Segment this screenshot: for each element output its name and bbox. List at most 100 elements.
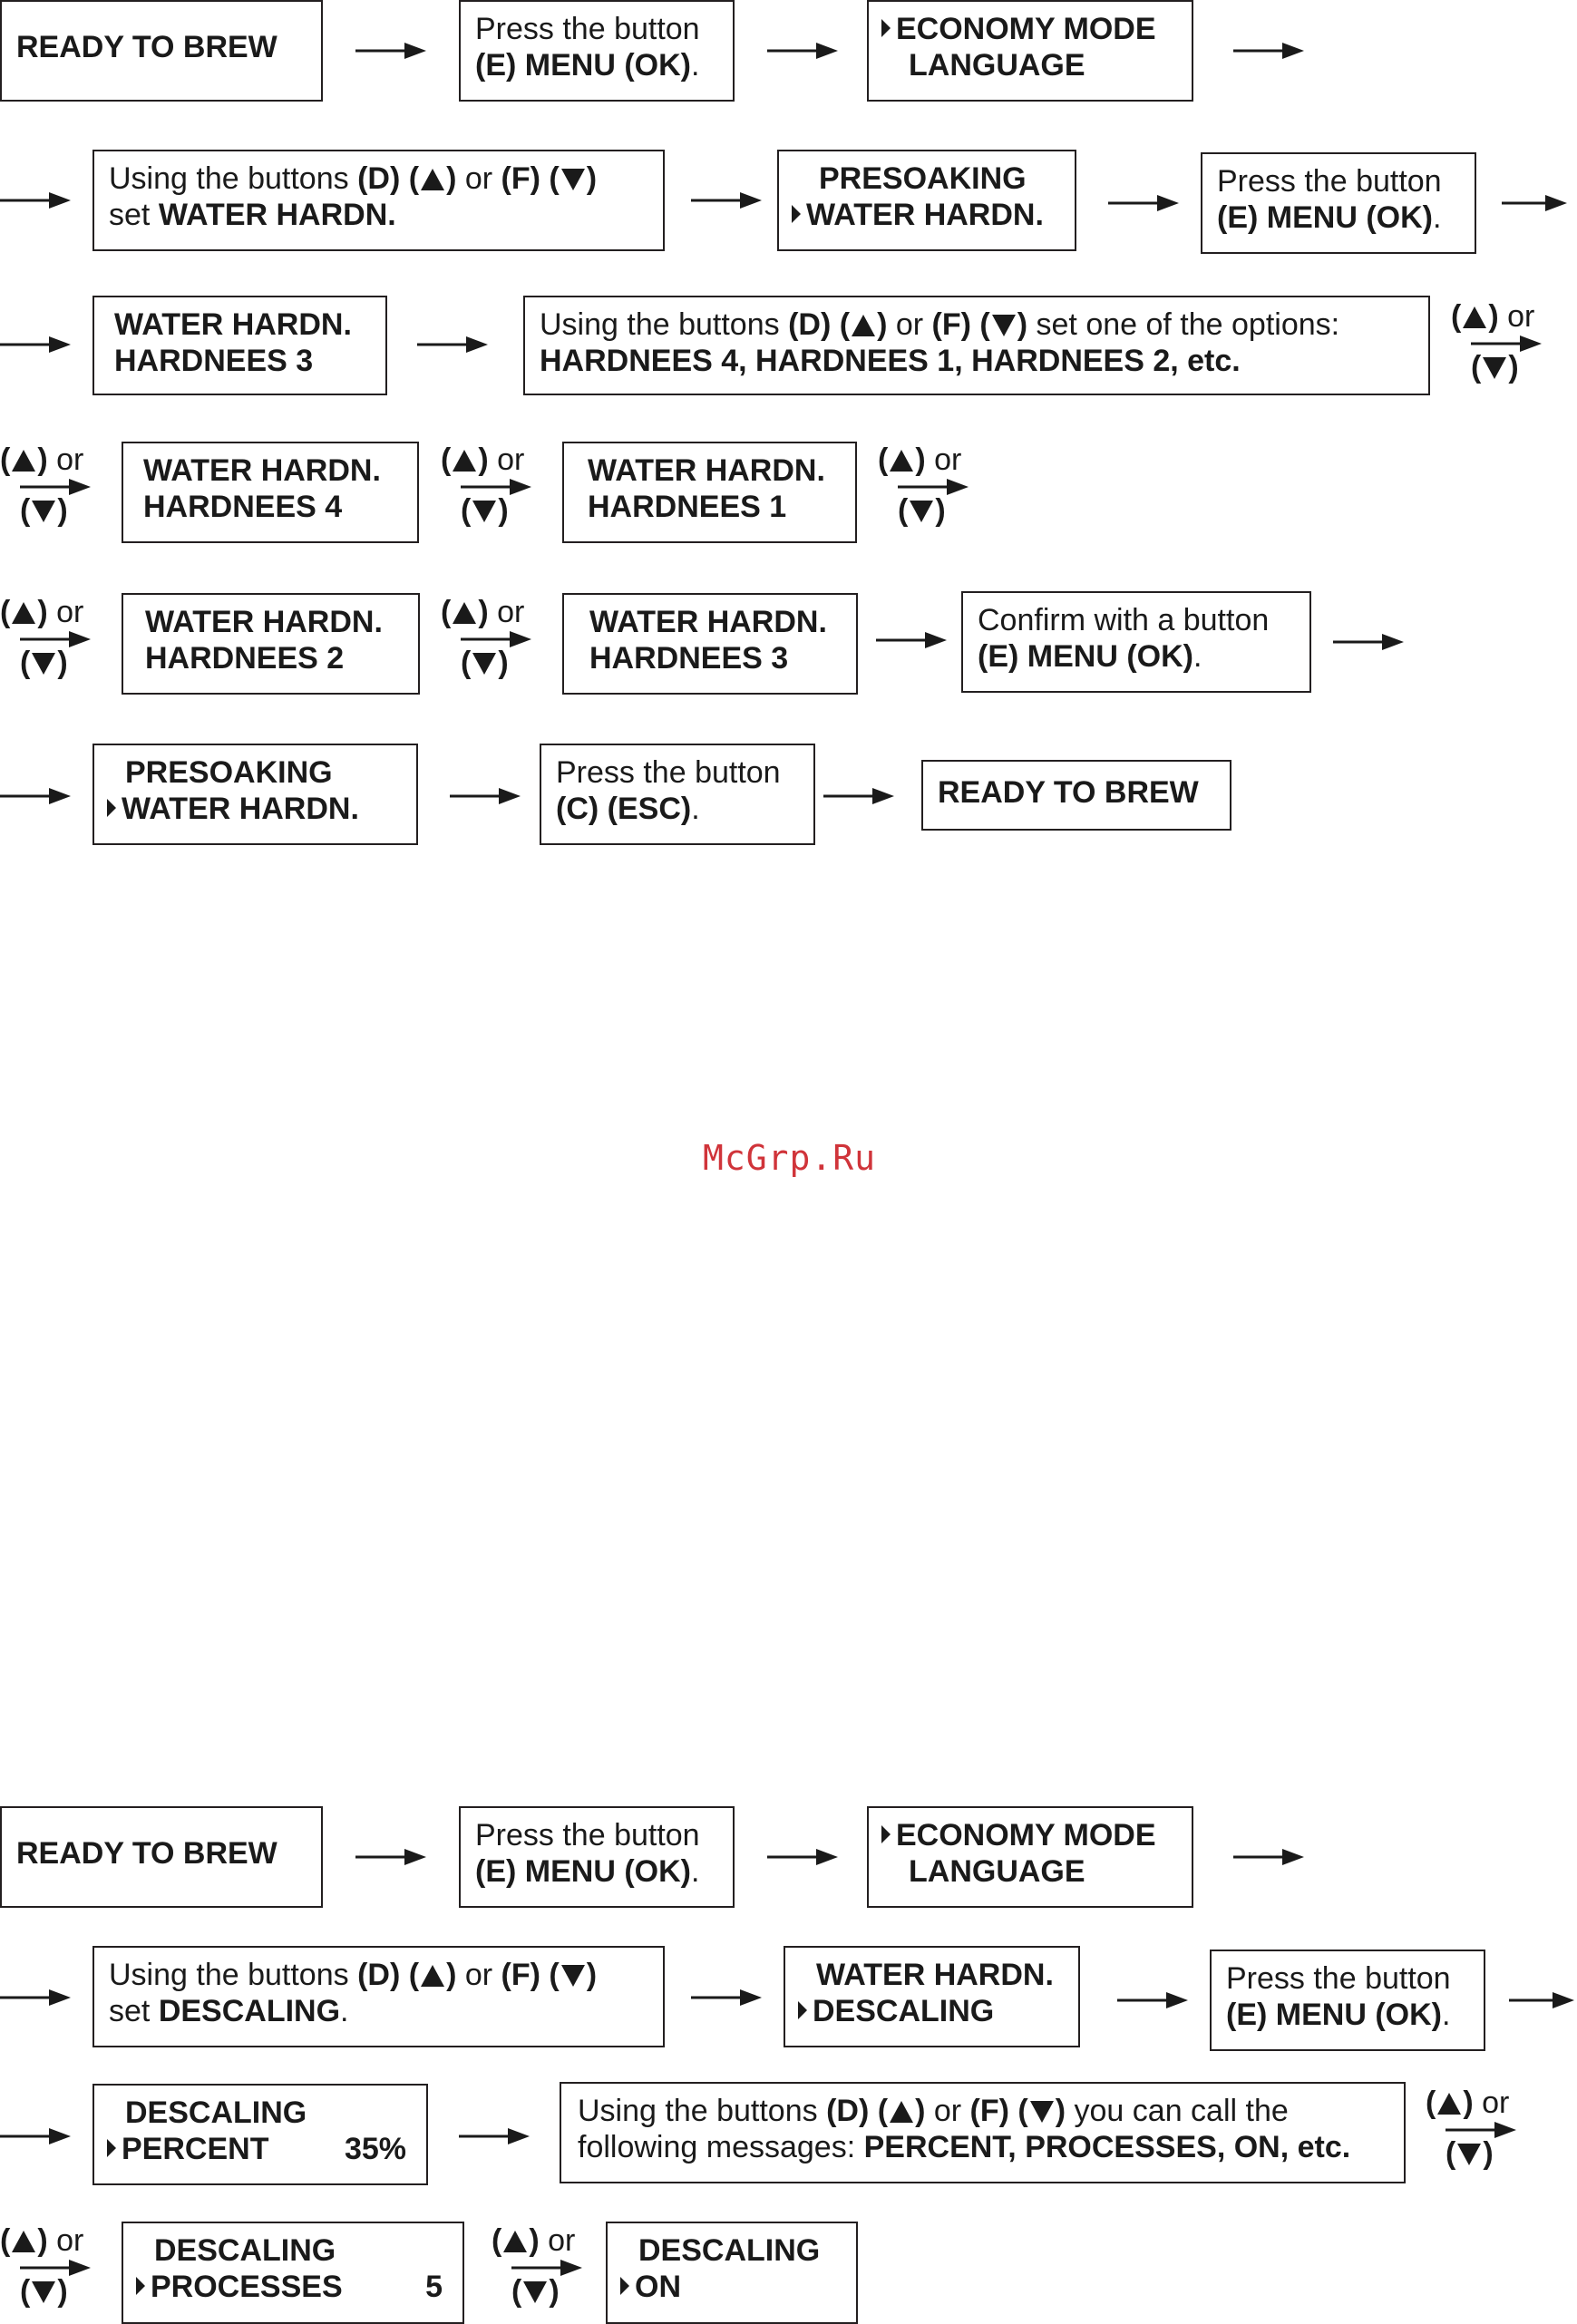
display-ready-to-brew: READY TO BREW (0, 0, 323, 102)
up-triangle-icon (421, 1965, 445, 1987)
flow-arrow-icon (0, 335, 71, 355)
down-triangle-icon (1483, 357, 1507, 379)
step-press-menu-3: Press the button (E) MENU (OK). (459, 1806, 735, 1908)
right-arrow-icon (511, 2251, 582, 2286)
right-arrow-icon (1446, 2113, 1516, 2148)
menu-ok-text: (E) MENU (OK) (1217, 200, 1433, 235)
up-or-label: () or (0, 442, 84, 477)
presoaking-text: PRESOAKING (125, 755, 333, 790)
language-text: LANGUAGE (909, 48, 1085, 83)
display-water-h1: WATER HARDN. HARDNEES 1 (562, 442, 857, 543)
options-text: PERCENT, PROCESSES, ON, etc. (863, 2130, 1351, 2164)
display-economy-language: ECONOMY MODE LANGUAGE (867, 0, 1193, 102)
down-label: () (1446, 2136, 1494, 2171)
up-triangle-icon (453, 450, 477, 472)
flow-arrow-icon (1509, 1990, 1574, 2010)
dot: . (691, 792, 700, 826)
display-water-descaling: WATER HARDN. DESCALING (784, 1946, 1080, 2047)
display-water-h3: WATER HARDN. HARDNEES 3 (92, 296, 387, 395)
down-triangle-icon (32, 501, 56, 522)
up-or-label: () or (878, 442, 962, 477)
flow-arrow-icon (355, 41, 426, 61)
or-text: or (464, 1958, 493, 1992)
up-or-label: () or (0, 2223, 84, 2258)
hardness-2-text: HARDNEES 2 (145, 641, 345, 676)
using-text: Using the buttons (578, 2094, 818, 2128)
flow-arrow-icon (1233, 41, 1304, 61)
or-text: or (56, 2223, 84, 2258)
down-triangle-icon (472, 653, 497, 675)
btn-f-label: (F) (969, 2094, 1009, 2128)
processes-text: PROCESSES (151, 2270, 343, 2304)
up-triangle-icon (852, 315, 876, 336)
or-text: or (464, 161, 493, 196)
btn-d-label: (D) (357, 1958, 401, 1992)
using-text: Using the buttons (109, 1958, 349, 1992)
or-text: or (933, 2094, 962, 2128)
press-text: Press the button (1226, 1961, 1451, 1996)
up-triangle-icon (1463, 306, 1487, 328)
cursor-icon (792, 205, 801, 223)
flow-arrow-icon (0, 786, 71, 806)
down-label: () (20, 493, 68, 528)
flow-arrow-icon (691, 1988, 762, 2008)
options-text: HARDNEES 4, HARDNEES 1, HARDNEES 2, etc. (540, 344, 1241, 378)
dot: . (340, 1994, 349, 2028)
up-triangle-icon (890, 2101, 914, 2123)
up-or-label: () or (0, 595, 84, 629)
hardness-4-text: HARDNEES 4 (143, 490, 343, 524)
up-or-label: () or (1426, 2086, 1510, 2120)
or-text: or (1482, 2086, 1510, 2120)
display-water-h2: WATER HARDN. HARDNEES 2 (122, 593, 420, 695)
cursor-icon (107, 2139, 116, 2157)
flow-arrow-icon (691, 190, 762, 210)
display-ready-to-brew-3: READY TO BREW (0, 1806, 323, 1908)
btn-f-label: (F) (501, 161, 540, 196)
display-presoaking-water-2: PRESOAKING WATER HARDN. (92, 744, 418, 845)
down-triangle-icon (523, 2281, 548, 2303)
language-text: LANGUAGE (909, 1854, 1085, 1889)
display-presoaking-water: PRESOAKING WATER HARDN. (777, 150, 1076, 251)
flow-arrow-icon (767, 41, 838, 61)
flow-arrow-icon (450, 786, 521, 806)
step-using-set-descaling: Using the buttons (D) () or (F) () set D… (92, 1946, 665, 2047)
down-triangle-icon (560, 1965, 585, 1987)
dot: . (690, 48, 700, 83)
btn-d-label: (D) (788, 307, 832, 342)
or-text: or (548, 2223, 576, 2258)
flow-arrow-icon (767, 1847, 838, 1867)
up-triangle-icon (12, 450, 36, 472)
economy-text: ECONOMY MODE (896, 1818, 1156, 1852)
down-triangle-icon (32, 2281, 56, 2303)
down-label: () (20, 646, 68, 680)
or-text: or (934, 442, 962, 477)
ready-text: READY TO BREW (16, 30, 277, 64)
flow-arrow-icon (1502, 193, 1567, 213)
step-using-set-options: Using the buttons (D) () or (F) () set o… (523, 296, 1430, 395)
display-descaling-on: DESCALING ON (606, 2222, 858, 2324)
up-or-down-indicator: () or () (0, 442, 100, 528)
ready-text: READY TO BREW (16, 1836, 277, 1871)
flow-arrow-icon (355, 1847, 426, 1867)
flow-arrow-icon (459, 2126, 530, 2146)
cursor-icon (107, 799, 116, 817)
menu-ok-text: (E) MENU (OK) (978, 639, 1193, 674)
up-or-down-indicator: () or () (1426, 2086, 1525, 2171)
processes-value: 5 (425, 2270, 443, 2304)
flow-arrow-icon (0, 2126, 71, 2146)
up-or-down-indicator: () or () (0, 595, 100, 680)
or-text: or (56, 595, 84, 629)
dot: . (1192, 639, 1202, 674)
up-or-label: () or (441, 442, 525, 477)
right-arrow-icon (461, 622, 531, 657)
hardness-3-text: HARDNEES 3 (589, 641, 789, 676)
dot: . (690, 1854, 700, 1889)
hardness-1-text: HARDNEES 1 (588, 490, 787, 524)
percent-text: PERCENT (122, 2132, 269, 2166)
flow-arrow-icon (1333, 632, 1404, 652)
water-hardn-text: WATER HARDN. (806, 198, 1044, 232)
step-press-esc: Press the button (C) (ESC). (540, 744, 815, 845)
up-triangle-icon (503, 2231, 528, 2252)
